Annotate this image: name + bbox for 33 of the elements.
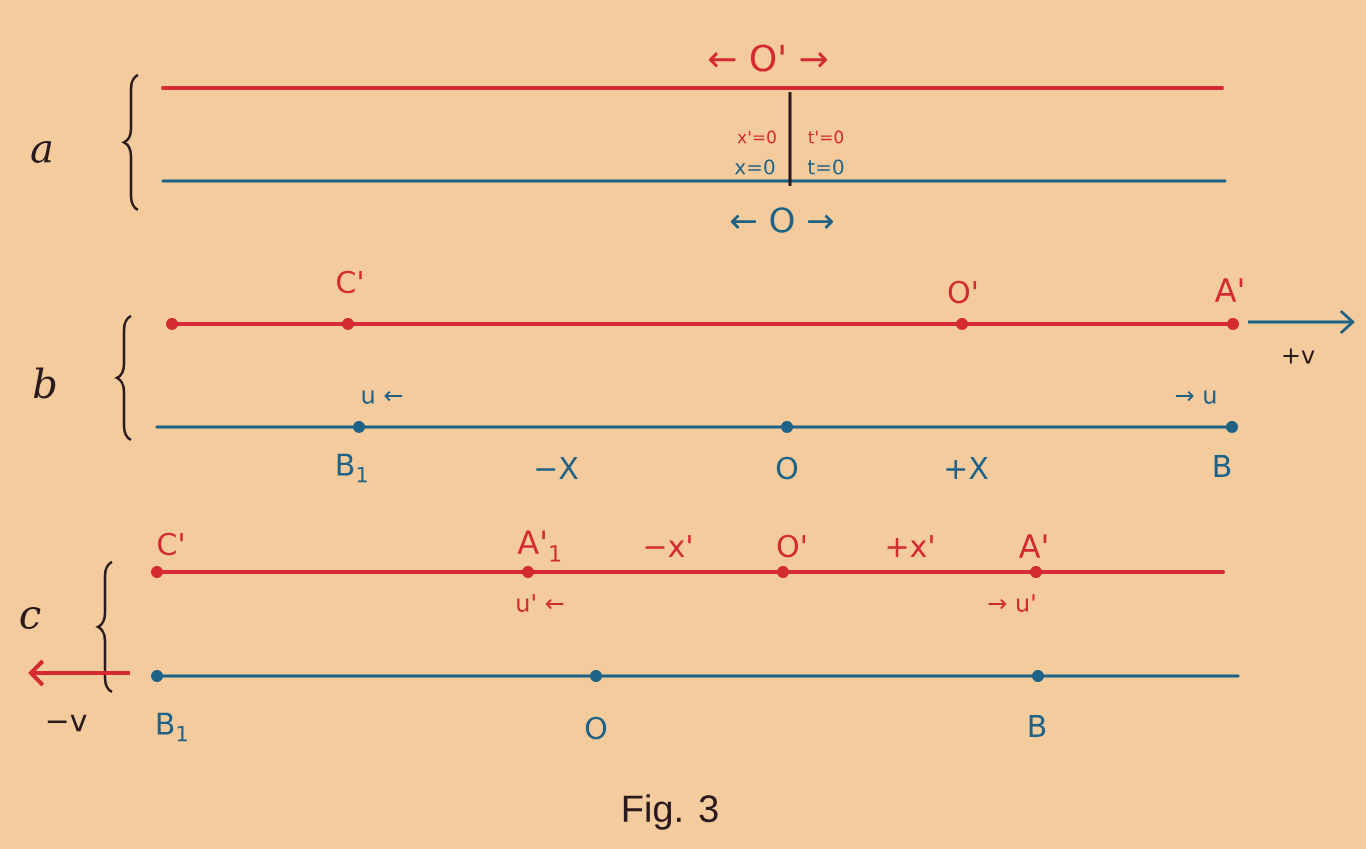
equation-label: t=0: [807, 159, 844, 175]
point-label: O: [585, 716, 607, 740]
point-label: B: [1029, 715, 1046, 737]
row-letter: c: [20, 607, 41, 629]
motion-label: → u': [988, 594, 1035, 612]
point-label: B: [1214, 455, 1231, 477]
point-label: B$_{1}$: [157, 712, 187, 742]
point-label: A'$_{1}$: [517, 530, 561, 562]
coordinate-label: −X: [536, 457, 578, 479]
point-label: C': [337, 270, 362, 294]
point-label: O: [776, 456, 798, 480]
coordinate-label: −x': [645, 535, 691, 557]
point-label: A': [1214, 278, 1243, 302]
equation-label: x'=0: [737, 130, 776, 144]
caption: Fig. 3: [623, 794, 718, 830]
row-letter: b: [33, 367, 56, 399]
velocity-label: +v: [1283, 348, 1315, 364]
motion-label: → u: [1175, 390, 1216, 404]
motion-label: u' ←: [517, 594, 564, 612]
velocity-label: −v: [47, 714, 87, 732]
axis-label: ← O →: [731, 207, 833, 233]
motion-label: u ←: [362, 390, 403, 404]
row-letter: a: [31, 141, 52, 163]
point-label: B$_{1}$: [337, 453, 367, 483]
coordinate-label: +x': [887, 535, 933, 557]
point-label: O': [948, 280, 977, 304]
coordinate-label: +X: [946, 457, 988, 479]
point-label: A': [1018, 534, 1047, 558]
axis-label: ← O' →: [709, 44, 827, 72]
point-label: O': [777, 534, 806, 558]
equation-label: t'=0: [808, 130, 844, 144]
equation-label: x=0: [734, 159, 775, 175]
point-label: C': [158, 532, 183, 556]
